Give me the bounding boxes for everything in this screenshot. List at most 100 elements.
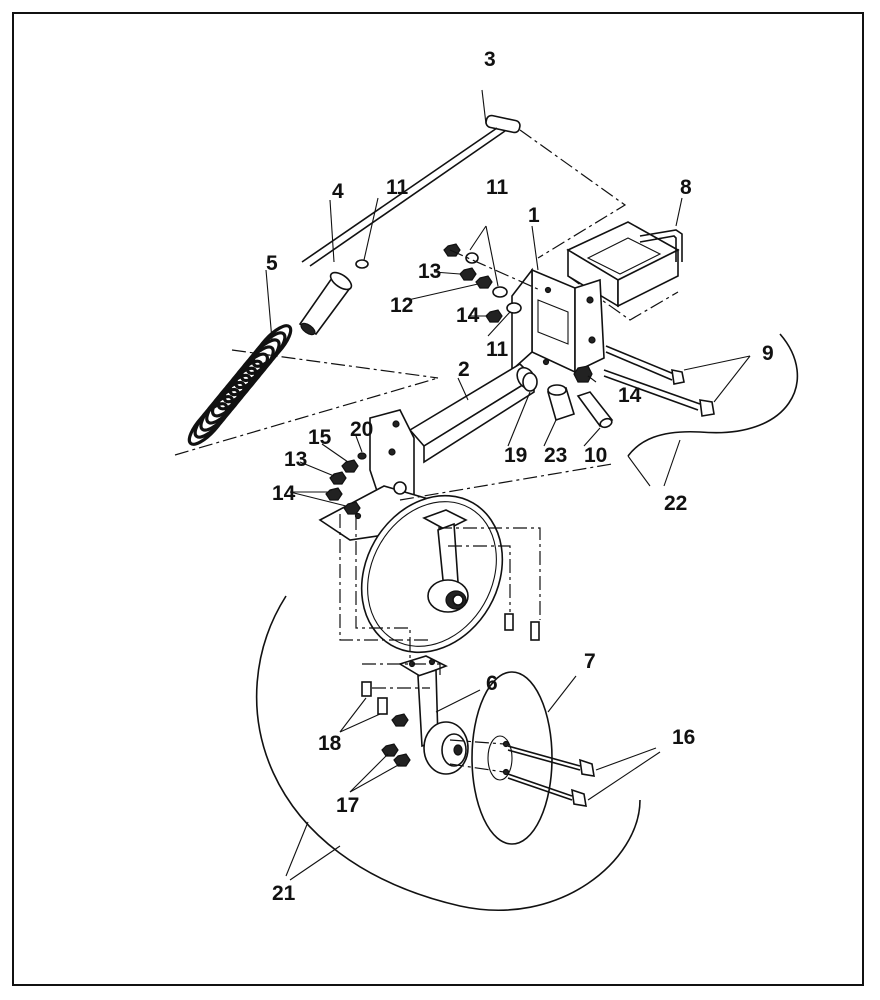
part-9-bolts <box>603 345 751 417</box>
part-14-nut-c <box>325 487 343 501</box>
part-17-nuts <box>349 743 411 793</box>
callout-14-b: 14 <box>618 384 642 407</box>
part-8-square-tube <box>566 221 680 308</box>
callout-15: 15 <box>308 426 332 449</box>
leader-14b <box>587 375 597 383</box>
leader-10 <box>583 427 601 447</box>
spring-coil <box>199 387 240 432</box>
part-10-pin <box>576 391 614 429</box>
part-nut-top <box>443 243 461 257</box>
part-16-bolts <box>507 745 661 807</box>
dash-line-6-a <box>362 663 441 676</box>
leader-22b <box>663 439 681 487</box>
dash-line-hub-disc-b <box>449 763 505 773</box>
leader-22a <box>627 455 651 487</box>
callout-7: 7 <box>584 650 596 673</box>
callout-8: 8 <box>680 176 692 199</box>
callout-13-b: 13 <box>284 448 307 471</box>
part-6-hub-bracket <box>398 655 481 775</box>
spring-coil <box>222 359 264 404</box>
spring-coil <box>245 331 287 375</box>
leader-11c <box>487 311 511 337</box>
callout-21: 21 <box>272 882 296 905</box>
part-7-disc-blade <box>471 671 577 845</box>
part-4-sleeve <box>298 199 353 336</box>
leader-11a <box>363 197 379 261</box>
part-19-bushing <box>522 372 538 392</box>
part-nut-hub <box>391 713 409 727</box>
dash-line-3-to-1 <box>519 129 627 259</box>
spring-coil <box>205 380 246 425</box>
leader-15 <box>321 443 349 463</box>
callout-11-a: 11 <box>386 176 409 199</box>
assembled-disc-upper <box>360 494 504 654</box>
callout-16: 16 <box>672 726 695 749</box>
dash-line-spring-b <box>231 349 439 379</box>
callout-23: 23 <box>544 444 567 467</box>
callout-20: 20 <box>350 418 373 441</box>
dash-line-spring-a <box>174 377 439 456</box>
leader-20 <box>355 435 363 453</box>
callout-3: 3 <box>484 48 496 71</box>
callout-22: 22 <box>664 492 687 515</box>
part-15-nut <box>341 459 359 473</box>
callout-10: 10 <box>584 444 607 467</box>
part-14-nut <box>485 309 503 323</box>
part-3-t-handle-rod <box>301 89 521 267</box>
spring-coil <box>228 352 269 397</box>
callout-9: 9 <box>762 342 774 365</box>
spring-coil <box>216 366 258 411</box>
leader-14c-2 <box>289 491 347 507</box>
part-11-washer <box>355 259 369 269</box>
part-11-washer-c <box>492 286 508 298</box>
spring-coil <box>240 338 281 383</box>
callout-2: 2 <box>458 358 470 381</box>
callout-14-c: 14 <box>272 482 296 505</box>
part-14-nut-d <box>343 501 361 515</box>
spring-coil <box>193 395 235 439</box>
callout-19: 19 <box>504 444 527 467</box>
callout-1: 1 <box>528 204 540 227</box>
leader-11b-1 <box>469 225 487 251</box>
dash-line-mount-b <box>355 516 411 660</box>
part-11-washer-d <box>506 302 522 314</box>
upper-bolts <box>504 613 540 641</box>
part-14-nut-b <box>573 365 593 383</box>
dash-line-mount-a <box>339 514 430 641</box>
part-23-spacer <box>546 384 575 422</box>
leader-19 <box>507 391 531 447</box>
assembly-21-arc <box>255 595 641 911</box>
dash-line-upper-bolts-a <box>438 527 541 620</box>
callout-11-b: 11 <box>486 176 509 199</box>
callout-4: 4 <box>332 180 344 203</box>
part-12-nut <box>475 275 493 289</box>
part-8-lock-pin <box>639 197 683 262</box>
spring-coil <box>234 345 275 390</box>
leader-11b-2 <box>485 225 499 287</box>
callout-14-a: 14 <box>456 304 480 327</box>
callout-18: 18 <box>318 732 342 755</box>
dash-line-arm <box>399 463 613 501</box>
dash-line-nuts <box>449 249 541 291</box>
leader-13a <box>433 271 461 275</box>
part-5-coil-spring <box>187 269 293 446</box>
callout-13-a: 13 <box>418 260 441 283</box>
callout-6: 6 <box>486 672 498 695</box>
callout-12: 12 <box>390 294 413 317</box>
callout-5: 5 <box>266 252 278 275</box>
callout-11-c: 11 <box>486 338 509 361</box>
leader-21a <box>285 821 309 877</box>
spring-coil <box>187 402 229 446</box>
part-13-nut-b <box>329 471 347 485</box>
assembly-22-arc <box>627 333 799 457</box>
leader-23 <box>543 419 557 447</box>
spring-coil <box>211 373 252 418</box>
callout-17: 17 <box>336 794 359 817</box>
diagram-border <box>12 12 864 986</box>
part-20-washer <box>357 452 367 460</box>
part-13-nut <box>459 267 477 281</box>
leader-21b <box>289 845 341 881</box>
spring-coil <box>251 324 293 368</box>
leader-13b <box>299 461 335 477</box>
